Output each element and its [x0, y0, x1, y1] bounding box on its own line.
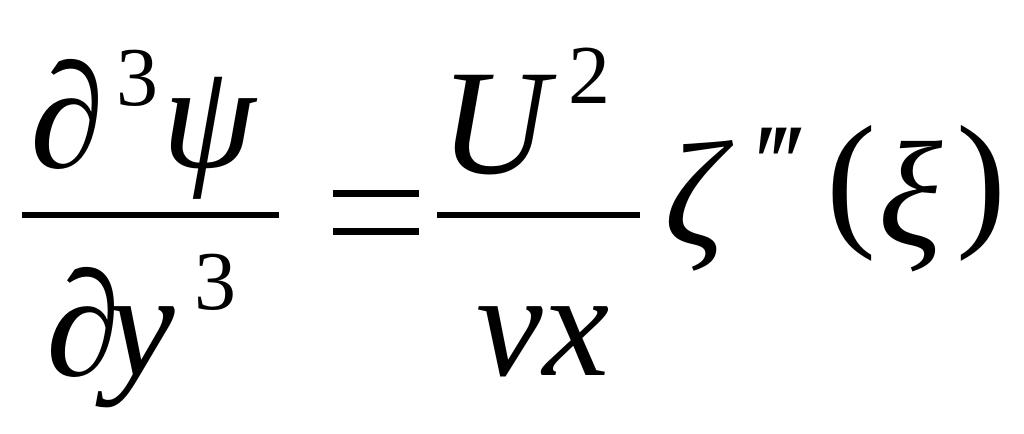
close-paren: ) — [956, 96, 1006, 262]
lhs-numerator-partial: ∂ — [30, 34, 105, 200]
rhs-numerator-power: 2 — [568, 29, 610, 122]
lhs-denominator-y: y — [108, 242, 175, 408]
rhs-fraction-bar — [437, 212, 640, 218]
rhs-numerator-u: U — [440, 40, 549, 206]
lhs-numerator-power: 3 — [116, 31, 158, 124]
triple-prime: ‴ — [750, 102, 797, 224]
lhs-fraction-bar — [22, 212, 279, 218]
lhs-denominator-partial: ∂ — [46, 242, 121, 408]
rhs-denominator-vx: vx — [476, 242, 610, 408]
xi-symbol: ξ — [878, 112, 943, 278]
lhs-numerator-psi: ψ — [162, 34, 256, 200]
zeta-symbol: ζ — [664, 112, 725, 278]
equals-sign-bottom — [333, 228, 419, 235]
lhs-denominator-power: 3 — [194, 235, 236, 328]
equals-sign-top — [333, 190, 419, 197]
open-paren: ( — [826, 96, 876, 262]
